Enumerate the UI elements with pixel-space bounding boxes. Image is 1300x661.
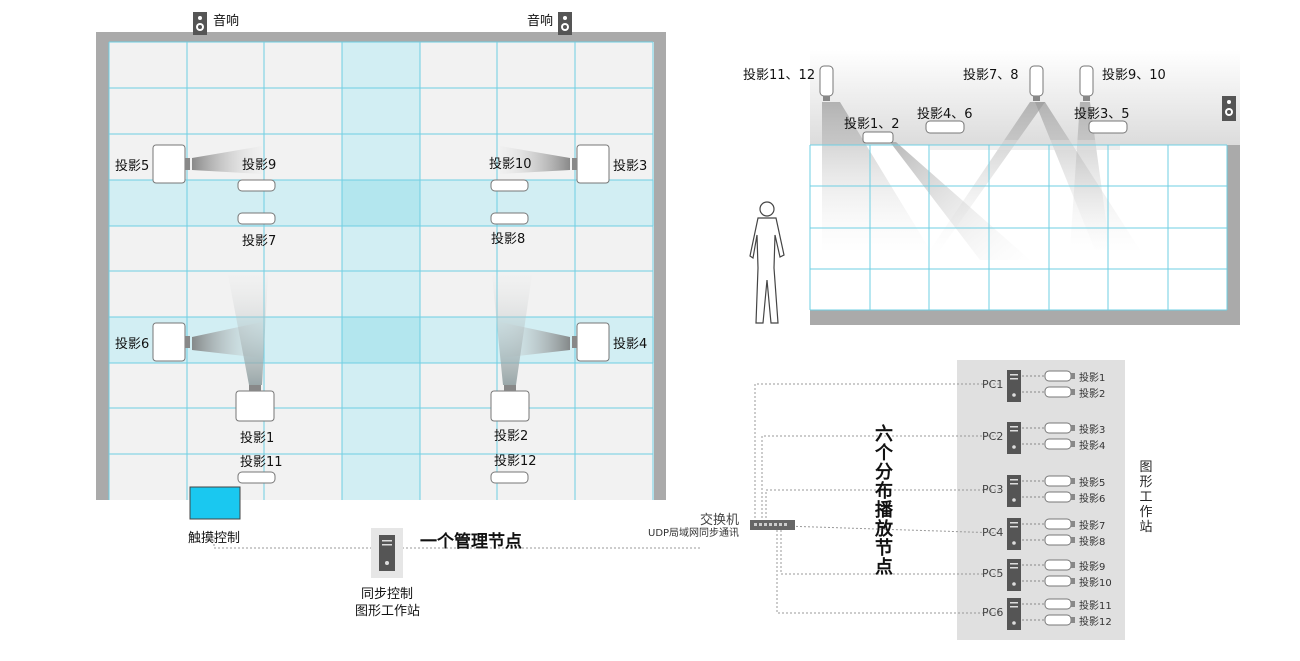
elev-projector-9-10 (1079, 65, 1094, 97)
projector-12-body (490, 471, 529, 484)
sync-label-line2: 图形工作站 (355, 604, 421, 619)
pc-projector-label: 投影8 (1079, 537, 1106, 548)
projector-7-body (237, 212, 276, 225)
floor-plan (96, 12, 700, 578)
pc-projector-icon (1044, 534, 1072, 546)
elev-projector-4-6 (925, 120, 965, 134)
pc-label: PC2 (982, 430, 1004, 443)
network-diagram (750, 360, 1125, 640)
pc-projector-label: 投影4 (1079, 441, 1106, 452)
switch-label: 交换机 (700, 513, 740, 528)
pc-projector-label: 投影2 (1079, 389, 1106, 400)
label-projector-5: 投影5 (115, 159, 150, 174)
pc-label: PC3 (982, 483, 1004, 496)
pc-projector-label: 投影3 (1079, 425, 1106, 436)
person-silhouette-icon (749, 201, 785, 324)
pc-projector-label: 投影1 (1079, 373, 1106, 384)
label-projector-1: 投影1 (240, 431, 275, 446)
projector-3-body (576, 144, 610, 184)
label-projector-4: 投影4 (613, 337, 648, 352)
pc-projector-label: 投影10 (1079, 578, 1112, 589)
pc-label: PC6 (982, 606, 1004, 619)
sync-label-line1: 同步控制 (361, 587, 414, 602)
pc-label: PC4 (982, 526, 1004, 539)
switch-icon (750, 520, 795, 530)
beam-projector-5 (192, 146, 262, 174)
pc-projector-icon (1044, 370, 1072, 382)
label-projector-10: 投影10 (489, 157, 532, 172)
elev-label-p11-12: 投影11、12 (743, 68, 816, 83)
beam-projector-2 (492, 275, 532, 385)
elev-label-p4-6: 投影4、6 (917, 107, 973, 122)
distributed-nodes-label: 六个分布播放节点 (875, 424, 893, 578)
projector-11-body (237, 471, 276, 484)
projector-8-body (490, 212, 529, 225)
label-projector-2: 投影2 (494, 429, 529, 444)
projector-6-body (152, 322, 186, 362)
pc-projector-label: 投影9 (1079, 562, 1106, 573)
projector-9-body (237, 179, 276, 192)
elev-label-p3-5: 投影3、5 (1074, 107, 1130, 122)
elev-projector-7-8 (1029, 65, 1044, 97)
pc-projector-icon (1044, 386, 1072, 398)
pc-label: PC1 (982, 378, 1004, 391)
projector-5-body (152, 144, 186, 184)
elev-projector-3-5 (1088, 120, 1128, 134)
label-projector-3: 投影3 (613, 159, 648, 174)
touch-control-label: 触摸控制 (188, 531, 241, 546)
label-projector-9: 投影9 (242, 158, 277, 173)
elev-label-p1-2: 投影1、2 (844, 117, 900, 132)
pc-projector-label: 投影7 (1079, 521, 1106, 532)
beam-projector-3 (500, 146, 570, 174)
pc-projector-icon (1044, 598, 1072, 610)
elev-projector-1-2 (862, 131, 894, 144)
pc-projector-icon (1044, 575, 1072, 587)
label-projector-8: 投影8 (491, 232, 526, 247)
touch-screen-icon (189, 486, 241, 520)
speaker-left-label: 音响 (213, 14, 240, 29)
pc-projector-icon (1044, 614, 1072, 626)
pc-projector-icon (1044, 559, 1072, 571)
projector-4-body (576, 322, 610, 362)
pc-projector-label: 投影6 (1079, 494, 1106, 505)
pc-projector-icon (1044, 438, 1072, 450)
pc-projector-icon (1044, 518, 1072, 530)
workstation-label: 图形工作站 (1139, 460, 1153, 535)
label-projector-11: 投影11 (240, 455, 283, 470)
elevation-speaker-icon (1222, 96, 1236, 121)
label-projector-12: 投影12 (494, 454, 537, 469)
pc-projector-label: 投影11 (1079, 601, 1112, 612)
speaker-left-icon (193, 12, 207, 35)
projector-2-body (490, 390, 530, 422)
projector-1-body (235, 390, 275, 422)
workstation-panel (957, 360, 1125, 640)
switch-sub-label: UDP局域网同步通讯 (648, 528, 740, 539)
pc-projector-icon (1044, 422, 1072, 434)
pc-label: PC5 (982, 567, 1004, 580)
beam-projector-1 (228, 275, 268, 385)
label-projector-7: 投影7 (242, 234, 277, 249)
plan-grid (108, 41, 654, 500)
elevation-grid (809, 144, 1228, 311)
elevation-view (749, 50, 1240, 325)
elev-projector-11-12 (819, 65, 834, 97)
pc-projector-label: 投影12 (1079, 617, 1112, 628)
elev-label-p9-10: 投影9、10 (1102, 68, 1166, 83)
projector-10-body (490, 179, 529, 192)
elev-label-p7-8: 投影7、8 (963, 68, 1019, 83)
pc-projector-icon (1044, 491, 1072, 503)
management-node-label: 一个管理节点 (420, 532, 522, 552)
label-projector-6: 投影6 (115, 337, 150, 352)
speaker-right-label: 音响 (527, 14, 554, 29)
speaker-right-icon (558, 12, 572, 35)
pc-projector-icon (1044, 475, 1072, 487)
pc-projector-label: 投影5 (1079, 478, 1106, 489)
